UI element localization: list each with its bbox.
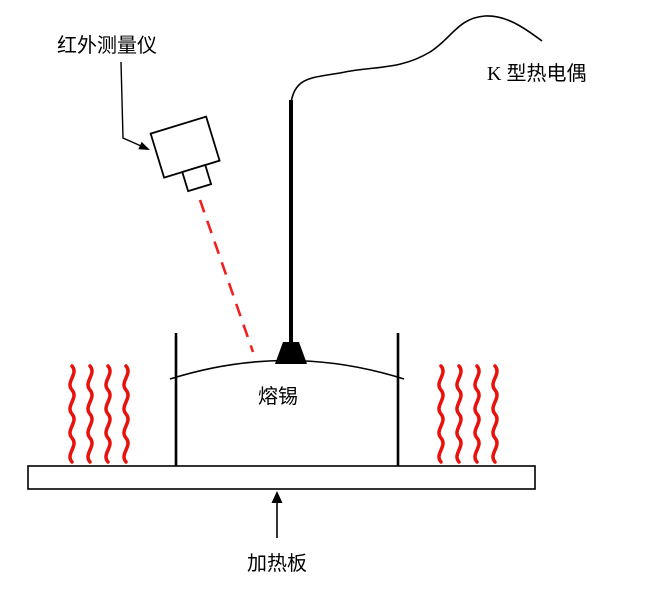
infrared-label-arrowhead-icon: [138, 141, 150, 150]
plate-pointer-arrowhead-icon: [271, 491, 283, 503]
hot-plate: [27, 465, 536, 490]
thermocouple-label: K 型热电偶: [487, 62, 586, 85]
thermocouple-wire: [290, 15, 543, 104]
infrared-meter-label: 红外测量仪: [57, 34, 157, 57]
molten-solder-label: 熔锡: [258, 385, 298, 408]
heat-wave-icon: [104, 364, 112, 464]
heat-wave-icon: [455, 364, 463, 464]
heat-wave-icon: [491, 364, 499, 464]
infrared-label-leader-line: [120, 61, 142, 147]
heat-wave-icon: [86, 364, 94, 464]
infrared-beam-dashed-line: [198, 199, 255, 353]
thermocouple-tip: [275, 342, 307, 364]
heat-wave-icon: [68, 364, 76, 464]
heating-plate-label: 加热板: [247, 552, 307, 575]
heat-wave-icon: [473, 364, 481, 464]
infrared-meter: [149, 115, 221, 193]
heat-wave-left-group: [68, 364, 130, 464]
infrared-meter-body: [149, 115, 221, 179]
heat-wave-icon: [437, 364, 445, 464]
heat-wave-icon: [122, 364, 130, 464]
infrared-meter-lens: [181, 163, 213, 193]
heat-wave-right-group: [437, 364, 499, 464]
